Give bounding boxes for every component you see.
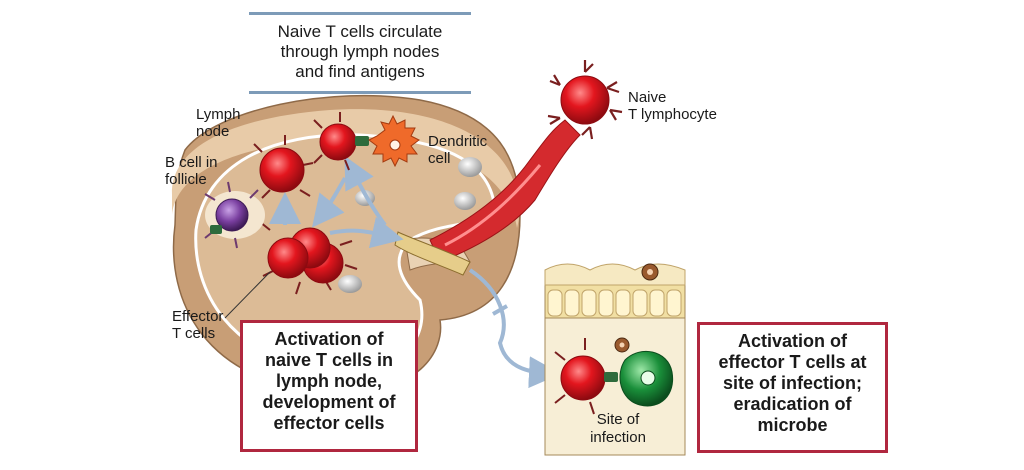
label-site-of-infection: Site of infection bbox=[568, 411, 668, 447]
label-lymph-node-line-2: node bbox=[196, 123, 230, 140]
t-cell-follicle bbox=[253, 135, 314, 199]
effector-leader-line bbox=[224, 271, 271, 319]
label-site-line-1: Site of bbox=[596, 411, 640, 428]
label-naive-line-2: T lymphocyte bbox=[628, 106, 717, 123]
blood-vessel bbox=[429, 119, 581, 263]
callout-naive-line-1: Activation of bbox=[274, 329, 384, 349]
callout-activation-effector: Activation of effector T cells at site o… bbox=[697, 322, 888, 453]
t-cell-dendritic-pair bbox=[313, 112, 369, 171]
infected-cell bbox=[614, 337, 674, 407]
label-naive-line-1: Naive bbox=[628, 89, 667, 106]
dendritic-cell bbox=[368, 114, 420, 168]
label-dendritic-line-2: cell bbox=[428, 150, 451, 167]
callout-naive-line-2: naive T cells in bbox=[264, 350, 394, 370]
label-b-cell-line-1: B cell in bbox=[165, 154, 218, 171]
lymphatic-vessel bbox=[394, 231, 471, 276]
label-dendritic-cell: Dendritic cell bbox=[428, 133, 487, 167]
grey-spheres bbox=[338, 157, 482, 293]
callout-effector-line-4: eradication of bbox=[733, 394, 852, 414]
title-box: Naive T cells circulate through lymph no… bbox=[249, 12, 471, 94]
label-naive-t-lymphocyte: Naive T lymphocyte bbox=[628, 89, 717, 123]
callout-effector-line-5: microbe bbox=[757, 415, 828, 435]
callout-naive-line-3: lymph node, bbox=[275, 371, 382, 391]
effector-t-cell-site bbox=[554, 338, 618, 415]
title-line-1: Naive T cells circulate bbox=[277, 22, 443, 41]
label-effector-line-1: Effector bbox=[172, 308, 224, 325]
label-dendritic-line-1: Dendritic bbox=[428, 133, 488, 150]
label-effector-t-cells: Effector T cells bbox=[172, 308, 223, 342]
callout-effector-line-2: effector T cells at bbox=[718, 352, 867, 372]
label-b-cell: B cell in follicle bbox=[165, 154, 218, 188]
callout-effector-line-3: site of infection; bbox=[723, 373, 862, 393]
b-cell bbox=[204, 181, 265, 249]
title-line-2: through lymph nodes bbox=[280, 42, 440, 61]
naive-t-lymphocyte bbox=[547, 60, 623, 140]
callout-naive-line-5: effector cells bbox=[273, 413, 385, 433]
label-site-line-2: infection bbox=[590, 429, 646, 446]
callout-activation-naive: Activation of naive T cells in lymph nod… bbox=[240, 320, 418, 452]
callout-naive-line-4: development of bbox=[262, 392, 396, 412]
title-line-3: and find antigens bbox=[295, 62, 425, 81]
label-lymph-node-line-1: Lymph bbox=[196, 106, 241, 123]
label-effector-line-2: T cells bbox=[172, 325, 216, 342]
label-b-cell-line-2: follicle bbox=[165, 171, 207, 188]
microbe-surface bbox=[641, 263, 659, 281]
callout-effector-line-1: Activation of bbox=[737, 331, 847, 351]
migration-arrows bbox=[269, 155, 561, 389]
label-lymph-node: Lymph node bbox=[196, 106, 240, 140]
